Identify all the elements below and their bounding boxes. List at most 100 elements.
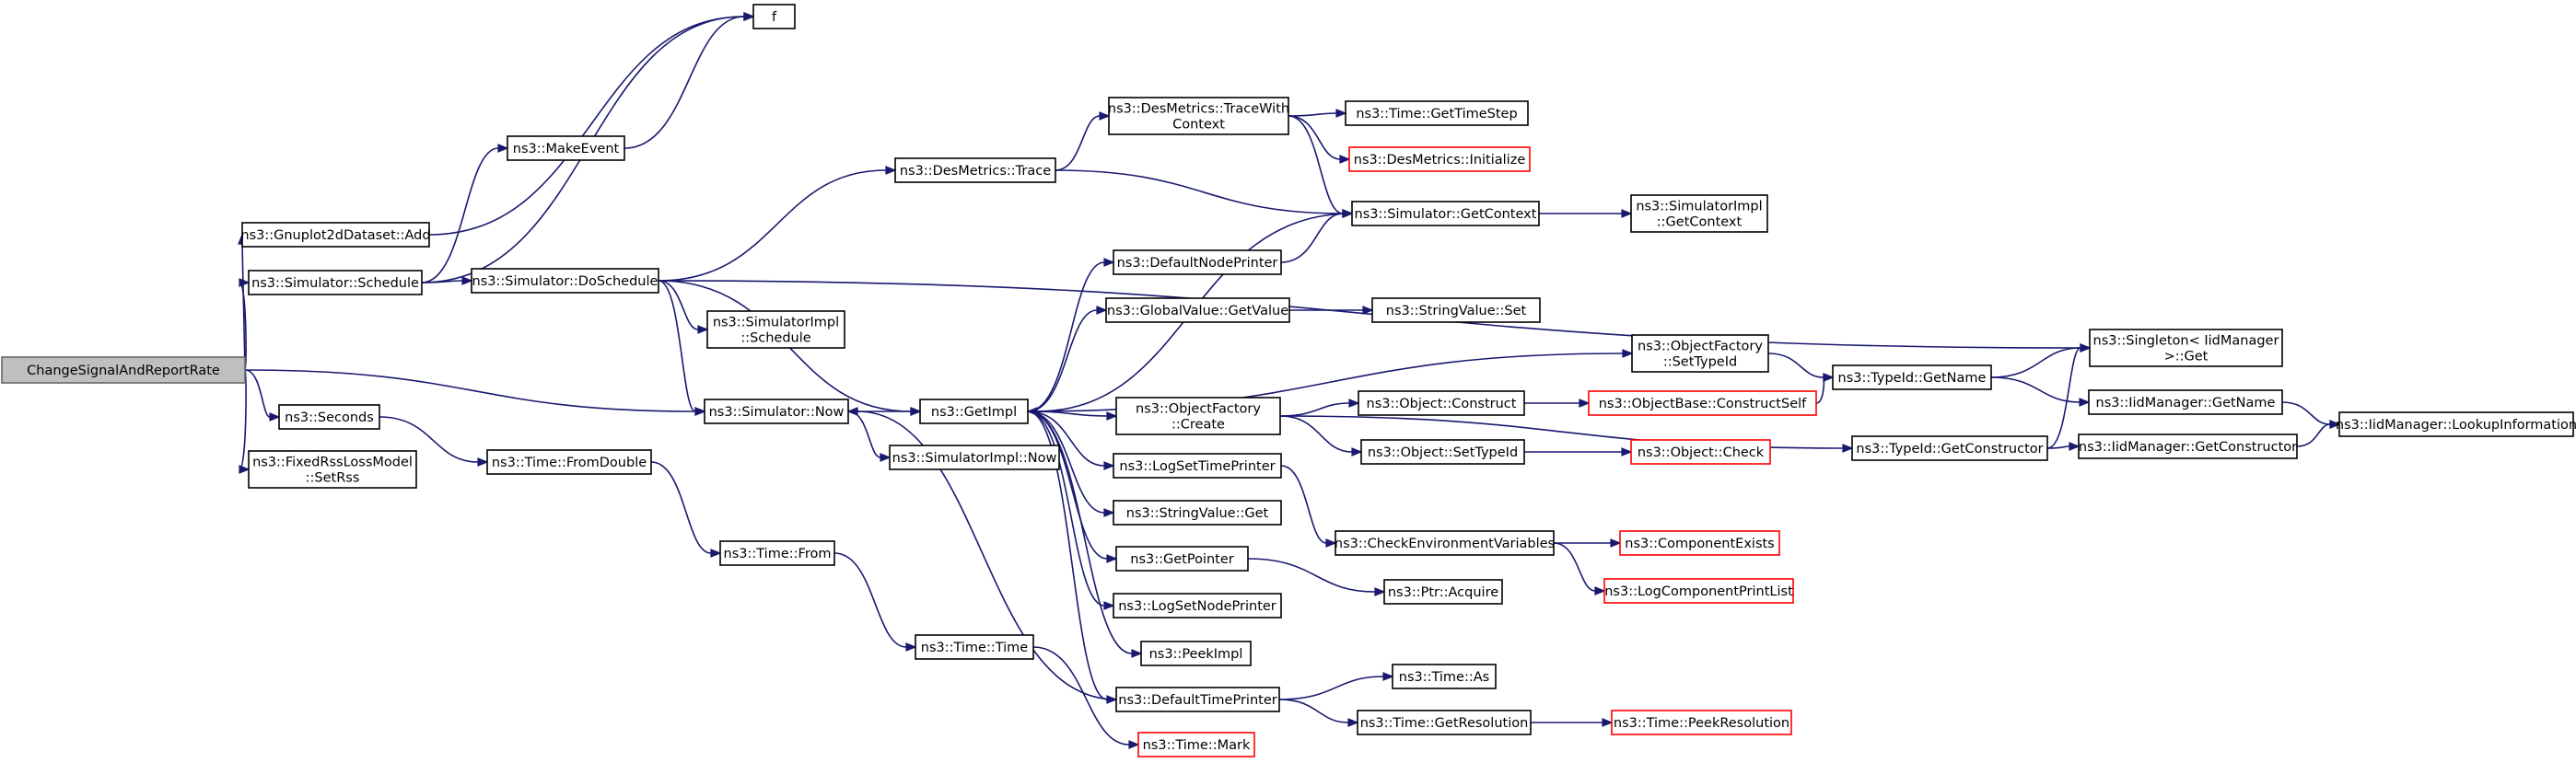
edge-line xyxy=(1767,353,1824,378)
edge-typeGetConstructor-to-iidGetConstructor xyxy=(2046,442,2081,451)
node-makeEvent[interactable]: ns3::MakeEvent xyxy=(507,135,625,161)
node-box xyxy=(1630,439,1771,465)
edge-line xyxy=(1990,376,2081,403)
edge-arrowhead xyxy=(1362,306,1374,315)
edge-arrowhead xyxy=(846,407,858,416)
edge-arrowhead xyxy=(2079,398,2091,407)
node-label: ns3::LogSetNodePrinter xyxy=(1118,599,1276,614)
edge-desTraceWith-to-getContext xyxy=(1288,115,1354,218)
node-singletonGet[interactable]: ns3::Singleton< IidManager >::Get xyxy=(2089,329,2283,367)
node-label: ns3::DesMetrics::TraceWith xyxy=(1108,102,1289,117)
node-box xyxy=(704,399,849,424)
node-desInit[interactable]: ns3::DesMetrics::Initialize xyxy=(1348,146,1531,172)
node-label: ns3::Time::FromDouble xyxy=(492,456,647,470)
edge-arrowhead xyxy=(694,407,706,416)
nodes-layer: ChangeSignalAndReportRate ns3::Gnuplot2dD… xyxy=(1,4,2576,757)
node-implGetContext[interactable]: ns3::SimulatorImpl::GetContext xyxy=(1630,194,1768,233)
node-doSchedule[interactable]: ns3::Simulator::DoSchedule xyxy=(471,268,659,294)
edge-arrowhead xyxy=(880,453,892,462)
node-peekResolution[interactable]: ns3::Time::PeekResolution xyxy=(1611,710,1792,735)
node-objSetTypeId[interactable]: ns3::Object::SetTypeId xyxy=(1360,439,1525,465)
node-gvGetValue[interactable]: ns3::GlobalValue::GetValue xyxy=(1105,297,1290,323)
node-root[interactable]: ChangeSignalAndReportRate xyxy=(1,356,246,384)
node-objCheck[interactable]: ns3::Object::Check xyxy=(1630,439,1771,465)
node-logCompPrintList[interactable]: ns3::LogComponentPrintList xyxy=(1603,578,1794,604)
edge-arrowhead xyxy=(497,144,509,153)
node-now[interactable]: ns3::Simulator::Now xyxy=(704,399,849,424)
node-timeTime[interactable]: ns3::Time::Time xyxy=(915,634,1034,660)
node-objConstruct[interactable]: ns3::Object::Construct xyxy=(1358,390,1525,416)
node-box xyxy=(278,404,380,430)
node-timeFrom[interactable]: ns3::Time::From xyxy=(719,540,835,566)
node-box xyxy=(1392,664,1497,689)
node-svSet[interactable]: ns3::StringValue::Set xyxy=(1371,297,1541,323)
node-defTimePrinter[interactable]: ns3::DefaultTimePrinter xyxy=(1115,687,1280,712)
node-label: ns3::ObjectBase::ConstructSelf xyxy=(1599,397,1807,411)
node-iidGetName[interactable]: ns3::IidManager::GetName xyxy=(2088,389,2283,415)
edge-arrowhead xyxy=(1622,349,1634,358)
node-gnuplotAdd[interactable]: ns3::Gnuplot2dDataset::Add xyxy=(240,222,431,248)
node-box xyxy=(1113,453,1282,479)
node-label: ns3::IidManager::GetName xyxy=(2096,396,2276,410)
edge-checkEnv-to-logCompPrintList xyxy=(1553,542,1606,595)
node-fromDouble[interactable]: ns3::Time::FromDouble xyxy=(486,449,652,475)
node-timeMark[interactable]: ns3::Time::Mark xyxy=(1137,732,1255,757)
node-box xyxy=(1115,687,1280,712)
node-label: f xyxy=(772,10,777,25)
edge-objConstruct-to-obConstructSelf xyxy=(1523,399,1591,408)
edge-makeEvent-to-f xyxy=(624,12,755,149)
edge-line xyxy=(2046,347,2081,449)
node-ptrAcquire[interactable]: ns3::Ptr::Acquire xyxy=(1383,579,1503,605)
edge-arrowhead xyxy=(1103,508,1115,517)
edge-line xyxy=(239,369,247,470)
node-timeAs[interactable]: ns3::Time::As xyxy=(1392,664,1497,689)
node-implSchedule[interactable]: ns3::SimulatorImpl::Schedule xyxy=(706,310,845,349)
node-iidLookup[interactable]: ns3::IidManager::LookupInformation xyxy=(2336,411,2576,437)
node-checkEnv[interactable]: ns3::CheckEnvironmentVariables xyxy=(1335,530,1555,556)
edge-line xyxy=(1279,402,1350,417)
node-typeGetName[interactable]: ns3::TypeId::GetName xyxy=(1832,364,1992,390)
edge-line xyxy=(1288,112,1337,117)
node-box xyxy=(486,449,652,475)
node-typeGetConstructor[interactable]: ns3::TypeId::GetConstructor xyxy=(1851,435,2048,461)
node-setRss[interactable]: ns3::FixedRssLossModel::SetRss xyxy=(248,450,417,489)
edge-line xyxy=(857,410,1117,700)
node-logSetNodePrinter[interactable]: ns3::LogSetNodePrinter xyxy=(1113,593,1282,618)
edge-arrowhead xyxy=(1103,461,1115,470)
node-label: ns3::StringValue::Get xyxy=(1126,506,1269,521)
node-getImpl[interactable]: ns3::GetImpl xyxy=(919,399,1029,424)
edge-arrowhead xyxy=(905,642,917,652)
node-label: ns3::Time::GetTimeStep xyxy=(1356,107,1517,121)
node-label: ::SetTypeId xyxy=(1663,355,1737,370)
edge-ofCreate-to-objConstruct xyxy=(1279,399,1360,417)
node-logSetTimePrinter[interactable]: ns3::LogSetTimePrinter xyxy=(1113,453,1282,479)
node-box xyxy=(1113,500,1282,526)
node-schedule[interactable]: ns3::Simulator::Schedule xyxy=(248,270,423,295)
node-box xyxy=(1383,579,1503,605)
node-implNow[interactable]: ns3::SimulatorImpl::Now xyxy=(889,445,1060,470)
node-box xyxy=(1140,641,1252,666)
node-compExists[interactable]: ns3::ComponentExists xyxy=(1619,530,1780,556)
node-getTimeStep[interactable]: ns3::Time::GetTimeStep xyxy=(1345,100,1529,126)
node-defNodePrinter[interactable]: ns3::DefaultNodePrinter xyxy=(1113,249,1282,275)
node-getContext[interactable]: ns3::Simulator::GetContext xyxy=(1351,201,1540,226)
node-peekImpl[interactable]: ns3::PeekImpl xyxy=(1140,641,1252,666)
node-getPointer[interactable]: ns3::GetPointer xyxy=(1115,546,1249,572)
node-label: ns3::ObjectFactory xyxy=(1136,402,1261,417)
node-ofCreate[interactable]: ns3::ObjectFactory::Create xyxy=(1115,397,1281,435)
node-desTrace[interactable]: ns3::DesMetrics::Trace xyxy=(894,157,1056,183)
node-svGet[interactable]: ns3::StringValue::Get xyxy=(1113,500,1282,526)
node-seconds[interactable]: ns3::Seconds xyxy=(278,404,380,430)
node-f[interactable]: f xyxy=(752,4,796,29)
node-obConstructSelf[interactable]: ns3::ObjectBase::ConstructSelf xyxy=(1588,390,1817,416)
node-box xyxy=(1371,297,1541,323)
node-label: ns3::Seconds xyxy=(285,410,374,425)
edge-line xyxy=(1278,676,1384,700)
node-box xyxy=(919,399,1029,424)
node-label: ns3::Simulator::Now xyxy=(709,405,845,420)
node-iidGetConstructor[interactable]: ns3::IidManager::GetConstructor xyxy=(2078,434,2298,459)
node-getResolution[interactable]: ns3::Time::GetResolution xyxy=(1357,710,1532,735)
node-ofSetTypeId[interactable]: ns3::ObjectFactory::SetTypeId xyxy=(1631,334,1769,373)
edge-arrowhead xyxy=(461,276,473,285)
